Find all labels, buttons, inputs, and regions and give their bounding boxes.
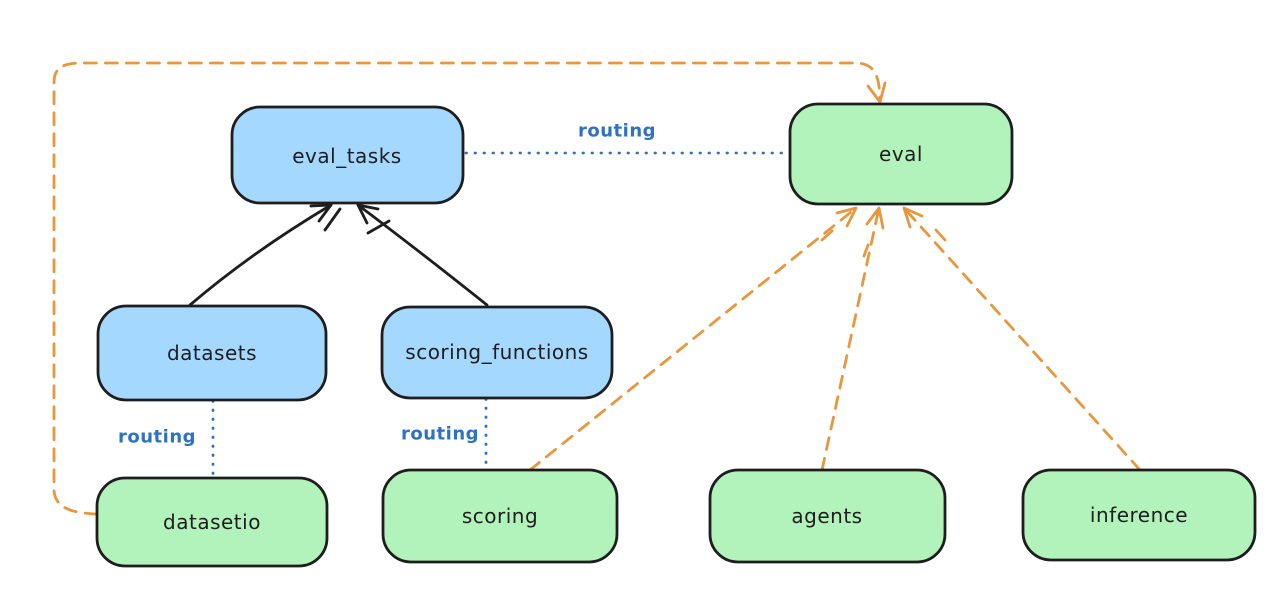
node-box [230,105,465,205]
node-label-scoring-functions: scoring_functions [405,340,588,364]
arrowhead-icon [366,219,391,235]
node-eval-tasks: eval_tasks [230,105,465,205]
node-scoring: scoring [381,468,619,564]
node-datasetio: datasetio [95,476,329,568]
node-box [380,305,614,400]
dashed-arrow-line [52,61,882,516]
node-label-datasets: datasets [167,341,257,365]
node-label-inference: inference [1090,503,1188,527]
node-agents: agents [708,468,947,564]
arrowhead-icon [862,243,870,258]
edge-scoring-functions-to-scoring-routing: routing [401,397,488,470]
arrowhead-icon [309,203,333,223]
arrowhead-icon [835,206,858,228]
dashed-arrow-line [528,206,858,472]
arrowhead-icon [902,206,924,229]
edge-datasetio-to-eval [52,61,887,516]
arrowhead-icon [356,203,380,225]
edge-scoring-to-eval [528,206,858,472]
edge-datasets-to-datasetio-routing: routing [118,399,215,479]
arrowhead-icon [866,81,887,104]
edge-label-routing-left: routing [118,427,196,448]
node-datasets: datasets [96,304,328,402]
node-box [708,468,947,564]
edge-datasets-to-eval-tasks [188,203,342,307]
node-eval: eval [788,102,1014,206]
node-box [96,304,328,402]
node-box [95,476,329,568]
dashed-arrow-line [902,206,1142,472]
edge-label-routing-mid: routing [401,424,479,445]
node-label-datasetio: datasetio [163,510,261,534]
node-label-eval: eval [879,142,923,166]
arrowhead-icon [934,228,947,242]
node-scoring-functions: scoring_functions [380,305,614,400]
arrow-line [356,203,489,307]
edge-scoring-functions-to-eval-tasks [356,203,489,307]
node-box [381,468,619,564]
arrowhead-icon [865,206,885,230]
edge-agents-to-eval [820,206,885,472]
node-label-scoring: scoring [462,504,538,528]
arrowhead-icon [323,207,342,232]
node-label-agents: agents [791,504,862,528]
arrowhead-icon [820,229,834,242]
edge-inference-to-eval [902,206,1142,472]
dashed-arrow-line [820,206,881,472]
node-box [1021,468,1257,562]
edge-eval-tasks-to-eval-routing: routing [464,121,790,155]
node-inference: inference [1021,468,1257,562]
node-box [788,102,1014,206]
node-label-eval-tasks: eval_tasks [292,144,401,168]
arrow-line [188,203,333,307]
edge-label-routing-top: routing [578,121,656,142]
